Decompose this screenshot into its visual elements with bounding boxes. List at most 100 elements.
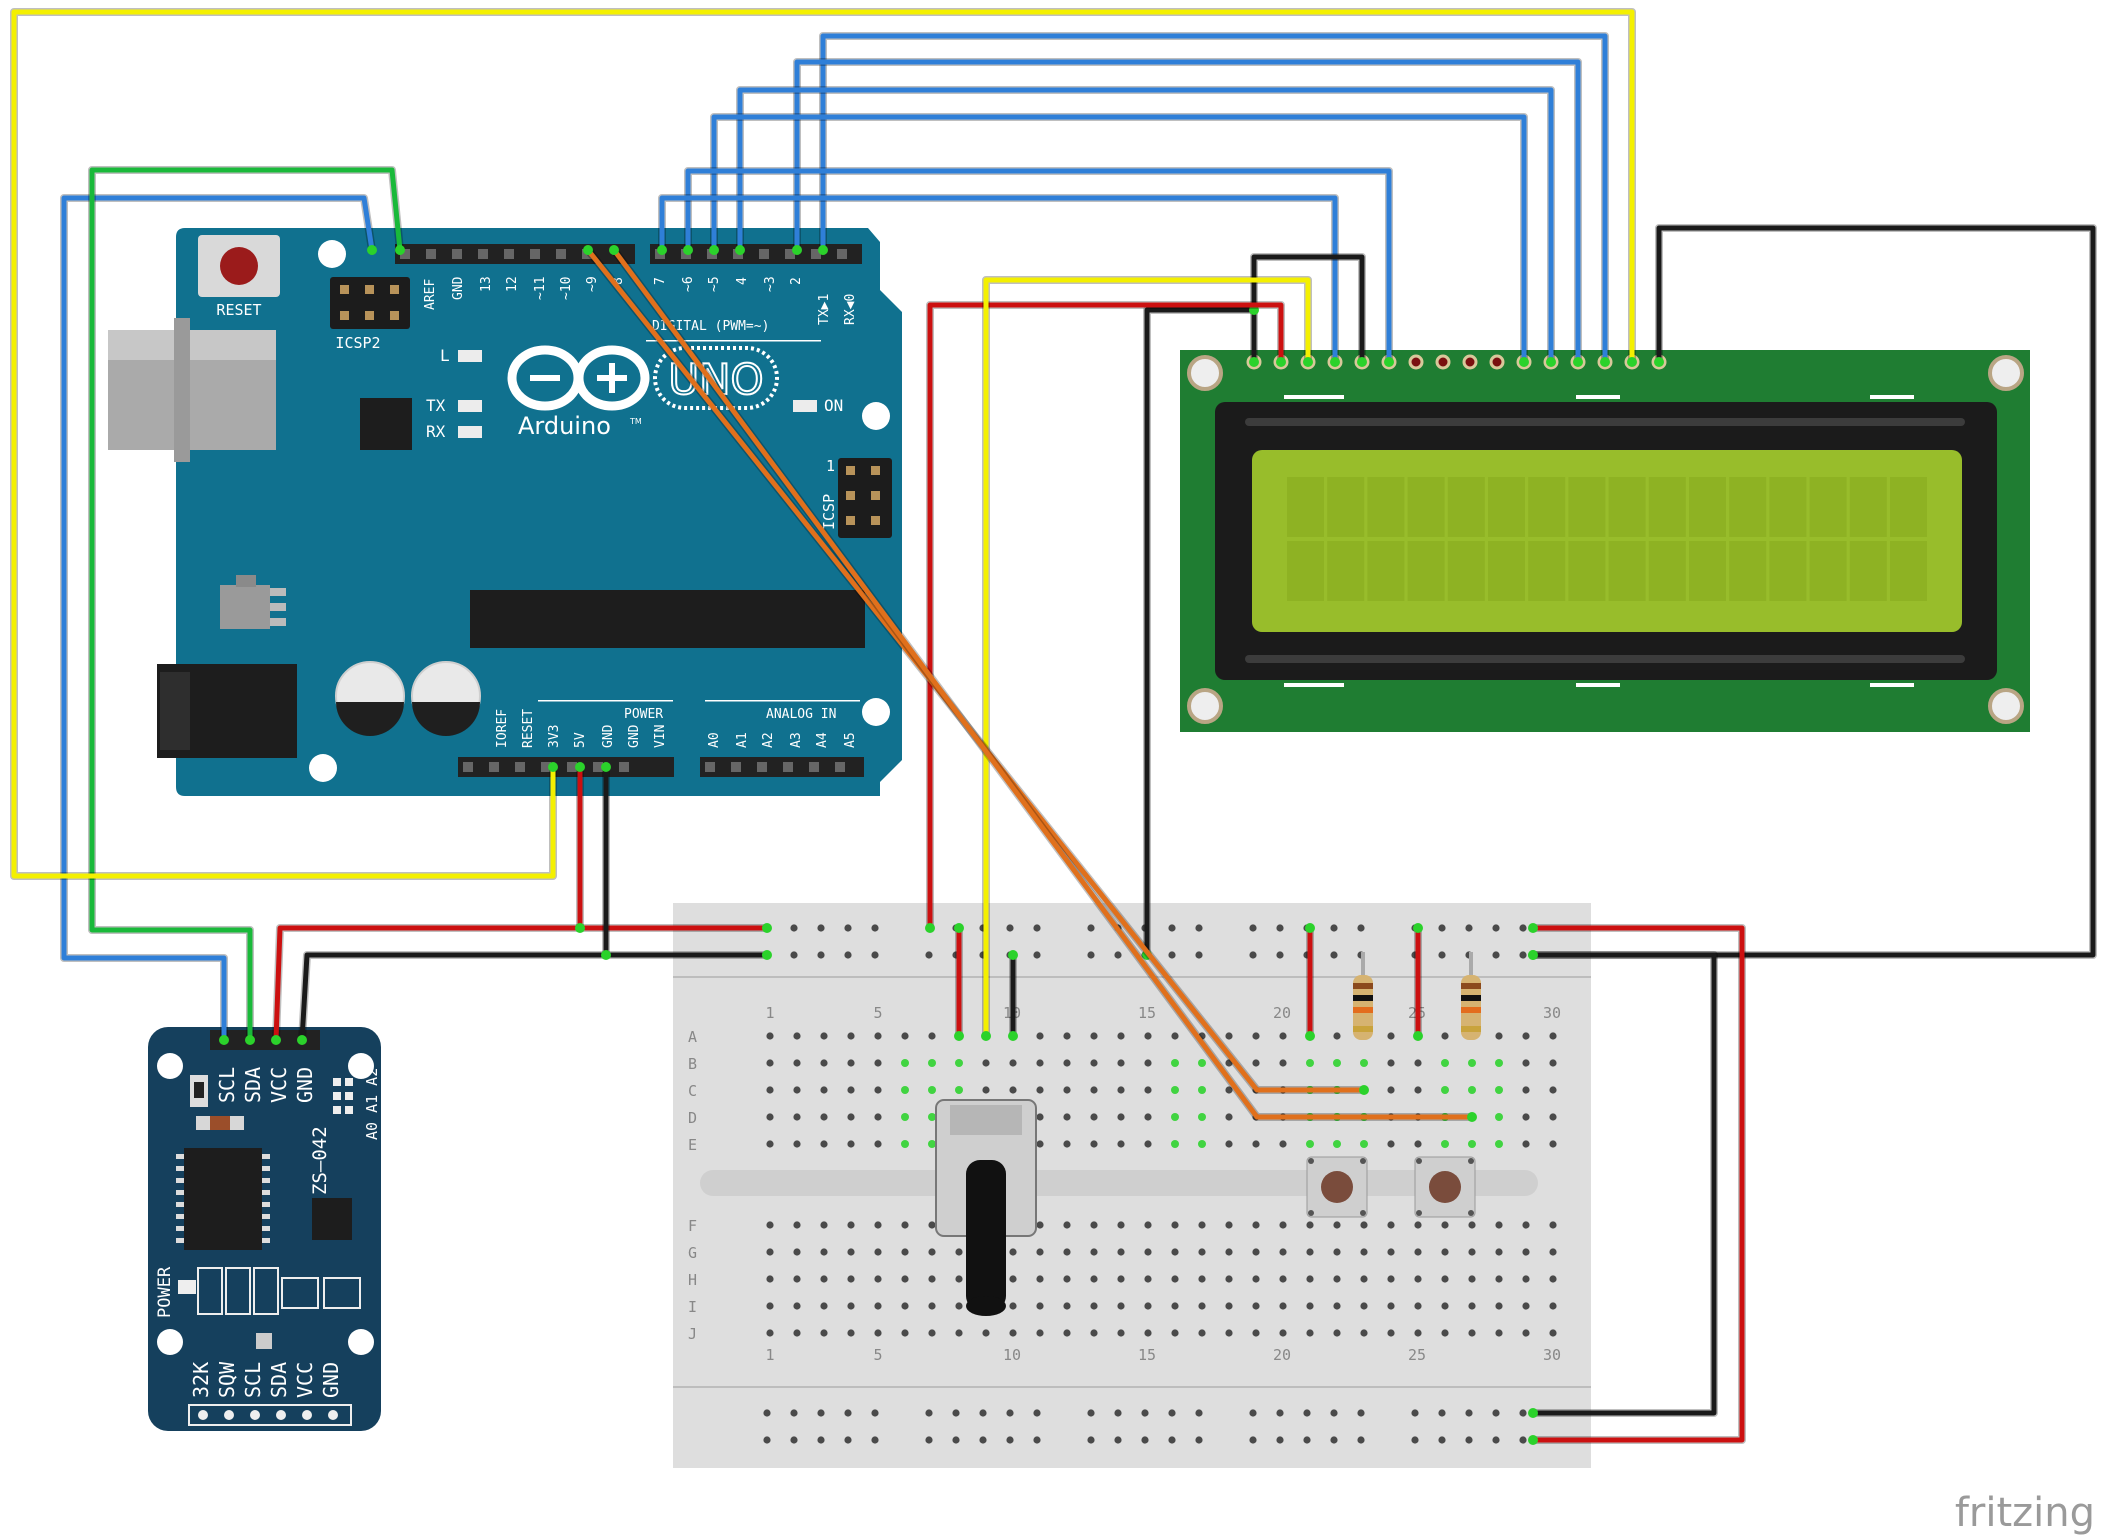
push-button[interactable] [1306,1156,1368,1218]
regulator-tab [236,575,256,587]
breadboard-hole [1414,1140,1422,1148]
wire-end [1008,1031,1018,1041]
row-letter: B [688,1055,697,1073]
lcd-character-cell [1849,541,1887,601]
power-label: POWER [624,707,663,722]
wire-end [1528,923,1538,933]
analog-label: ANALOG IN [766,707,836,722]
wire-end [1546,357,1556,367]
breadboard-hole [1549,1221,1557,1229]
breadboard-hole [1522,1059,1530,1067]
breadboard-hole [1171,1032,1179,1040]
reset-button-cap[interactable] [220,247,258,285]
breadboard-hole [1090,1140,1098,1148]
breadboard-hole [1306,1248,1314,1256]
lcd-character-cell [1327,541,1365,601]
lcd-character-cell [1488,477,1525,537]
breadboard-hole [766,1113,774,1121]
rail-hole [1249,924,1257,932]
pin-label: SCL [241,1362,265,1398]
breadboard-hole [1387,1059,1395,1067]
active-hole [1198,1086,1206,1094]
active-hole [1171,1140,1179,1148]
pin-label: ~5 [707,276,722,292]
rail-hole [1276,1436,1284,1444]
chip-leg [262,1226,270,1231]
breadboard-hole [820,1221,828,1229]
breadboard-hole [1198,1221,1206,1229]
header-pin [757,762,767,772]
breadboard-hole [1522,1275,1530,1283]
chip-leg [262,1178,270,1183]
breadboard-hole [847,1059,855,1067]
breadboard-hole [1225,1221,1233,1229]
mounting-hole [157,1329,183,1355]
breadboard-hole [928,1302,936,1310]
mounting-hole [1187,688,1223,724]
breadboard-hole [1306,1221,1314,1229]
breadboard-hole [1387,1140,1395,1148]
lcd-character-cell [1608,541,1646,601]
chip-leg [176,1238,184,1243]
breadboard-hole [1063,1140,1071,1148]
rail-hole [1276,951,1284,959]
breadboard-hole [1063,1086,1071,1094]
header-pin [835,762,845,772]
rail-hole [1411,1436,1419,1444]
arduino-uno-board: RESET ICSP2 1 ICSP [108,228,902,796]
rtc-bottom-pins [198,1410,338,1420]
digital-label: DIGITAL (PWM=~) [652,319,769,334]
breadboard-hole [901,1302,909,1310]
usb-connector-top [108,330,276,360]
mounting-hole [348,1053,374,1079]
resistor [1461,952,1481,1040]
analog-pin-labels: A0 A1 A2 A3 A4 A5 [707,732,858,748]
rail-hole [1330,924,1338,932]
column-number: 30 [1543,1004,1561,1022]
header-pin [811,249,821,259]
breadboard-hole [1036,1032,1044,1040]
breadboard-hole [766,1302,774,1310]
rail-hole [1357,1436,1365,1444]
wire-end [1413,1031,1423,1041]
active-hole [1360,1140,1368,1148]
breadboard-hole [1549,1140,1557,1148]
rtc-smd-parts [197,1267,361,1315]
push-button[interactable] [1414,1156,1476,1218]
ds3231-chip [184,1148,262,1250]
power-label-line [538,700,673,702]
breadboard-hole [901,1329,909,1337]
logo-minus [530,375,560,381]
rail-hole [1033,924,1041,932]
header-pin [530,249,540,259]
pin-label: A0 [707,732,722,748]
lcd-pin [1435,354,1451,370]
header-pin [489,762,499,772]
breadboard-hole [1252,1221,1260,1229]
row-letter: A [688,1028,697,1046]
breadboard-hole [1387,1221,1395,1229]
rail-hole [1114,1436,1122,1444]
breadboard-hole [1144,1302,1152,1310]
breadboard-hole [1036,1275,1044,1283]
breadboard-hole [1495,1329,1503,1337]
icsp-pin1-label: 1 [826,457,835,475]
wire-end [1573,357,1583,367]
lcd-character-cell [1890,477,1927,537]
chip-leg [262,1154,270,1159]
wire-end [609,245,619,255]
breadboard-hole [1225,1086,1233,1094]
rail-hole [790,1436,798,1444]
rail-hole [1519,951,1527,959]
rail-hole [844,1436,852,1444]
active-hole [1198,1113,1206,1121]
active-hole [1495,1086,1503,1094]
rail-hole [1168,1409,1176,1417]
breadboard-hole [1387,1086,1395,1094]
potentiometer[interactable] [935,1099,1037,1316]
wire-end [1627,357,1637,367]
breadboard-hole [1333,1329,1341,1337]
header-pin [705,762,715,772]
breadboard-hole [1333,1275,1341,1283]
breadboard-hole [1549,1275,1557,1283]
